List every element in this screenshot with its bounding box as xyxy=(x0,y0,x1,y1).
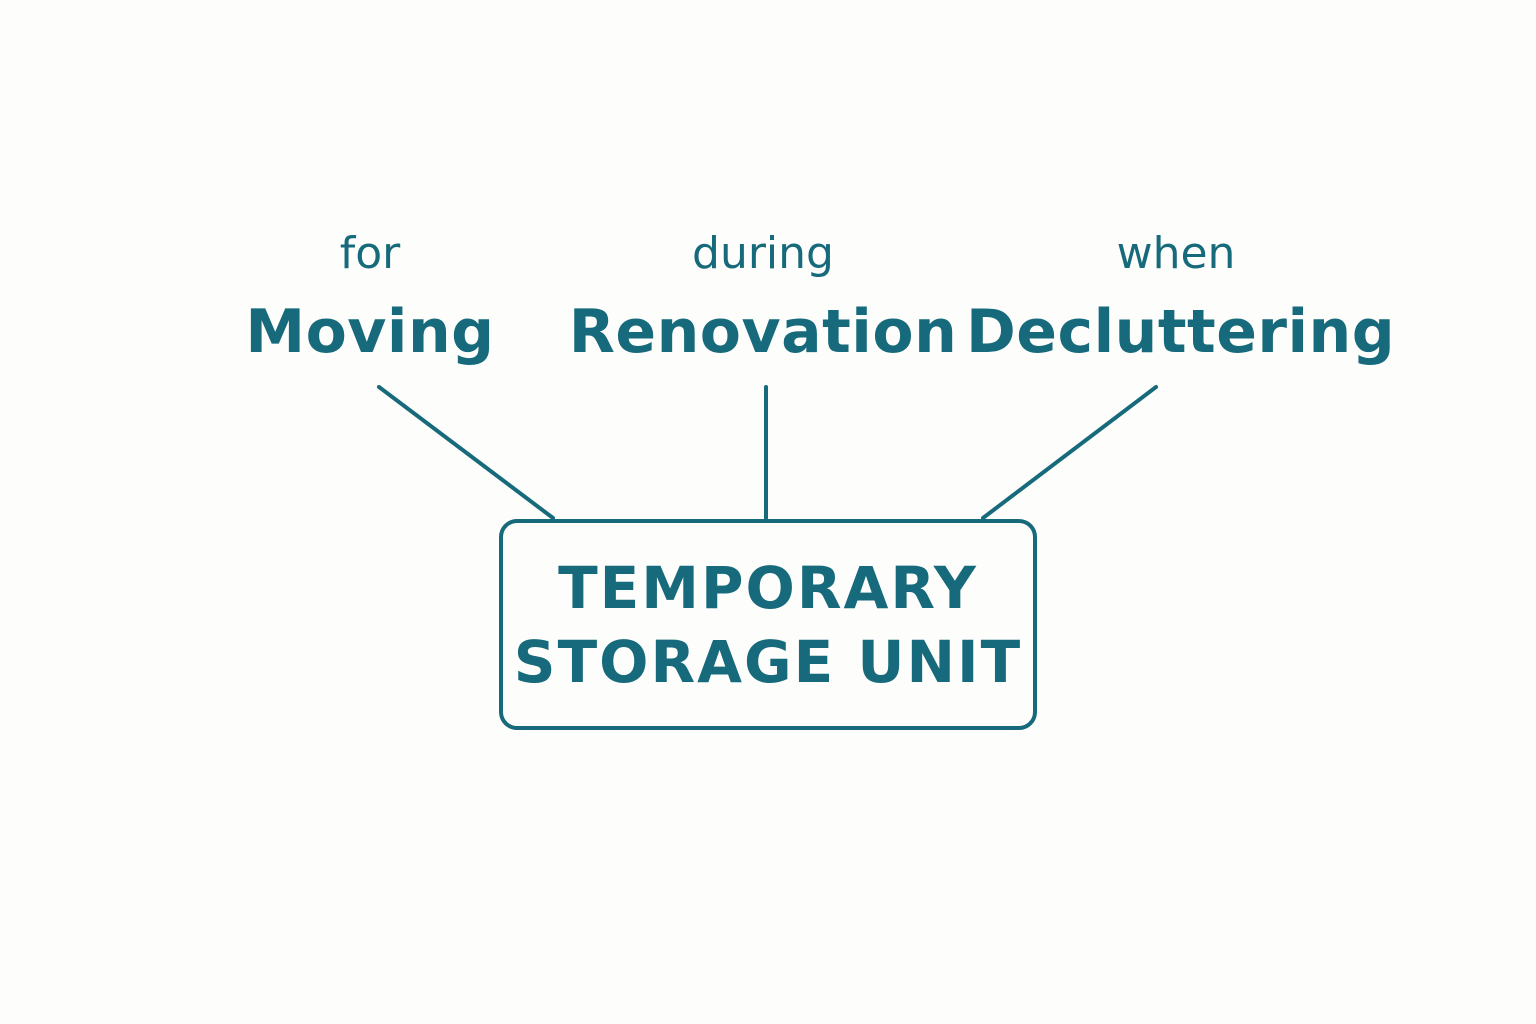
center-title-line1: TEMPORARY xyxy=(558,553,978,622)
branch-moving: for Moving xyxy=(160,228,580,367)
branch-label: Decluttering xyxy=(966,297,1396,367)
branch-prefix: during xyxy=(692,228,834,279)
branch-decluttering: when Decluttering xyxy=(966,228,1396,367)
branch-label: Moving xyxy=(245,297,495,367)
center-title-line2: STORAGE UNIT xyxy=(513,627,1023,696)
branch-renovation: during Renovation xyxy=(553,228,973,367)
connector-moving xyxy=(377,385,555,520)
branch-prefix: when xyxy=(1116,228,1236,279)
branch-label: Renovation xyxy=(568,297,958,367)
connector-decluttering xyxy=(981,385,1158,520)
branch-prefix: for xyxy=(339,228,401,279)
center-node: TEMPORARY STORAGE UNIT xyxy=(499,519,1037,730)
